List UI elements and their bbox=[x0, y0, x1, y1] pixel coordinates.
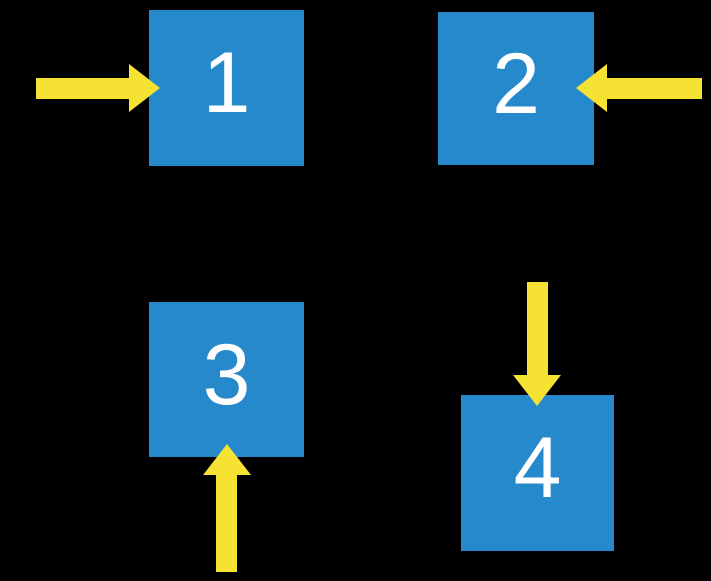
up-arrow-head bbox=[203, 444, 251, 475]
right-arrow-head bbox=[129, 64, 160, 112]
box-3: 3 bbox=[149, 302, 304, 457]
box-4: 4 bbox=[461, 395, 614, 551]
right-arrow-shaft bbox=[36, 78, 129, 99]
down-arrow-shaft bbox=[527, 282, 548, 375]
box-3-label: 3 bbox=[202, 326, 251, 423]
box-1: 1 bbox=[149, 10, 304, 166]
box-4-label: 4 bbox=[513, 420, 562, 516]
up-arrow-shaft bbox=[216, 475, 237, 572]
box-2: 2 bbox=[438, 12, 594, 165]
box-1-label: 1 bbox=[202, 35, 251, 131]
down-arrow-head bbox=[513, 375, 561, 406]
box-2-label: 2 bbox=[492, 35, 540, 132]
left-arrow-head bbox=[576, 64, 607, 112]
left-arrow-shaft bbox=[607, 78, 702, 99]
